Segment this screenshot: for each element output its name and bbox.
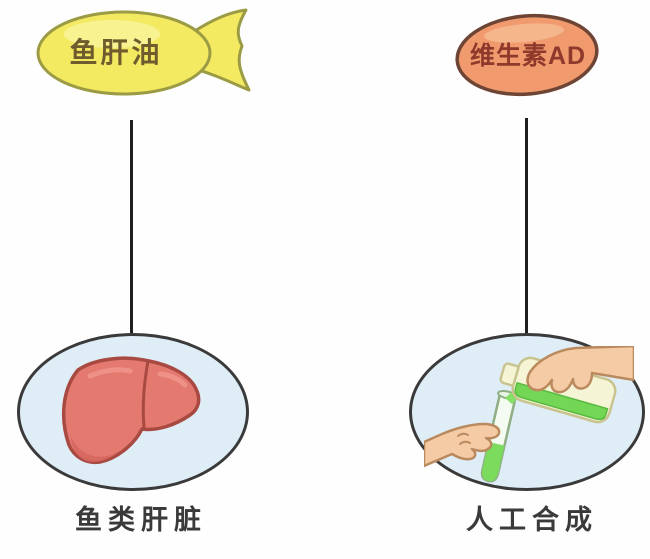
right-hand [526,346,634,394]
pill-highlight [484,23,564,43]
left-hand [424,422,501,468]
fish-highlight [64,20,160,48]
fish-liver-caption: 鱼类肝脏 [75,505,207,535]
fish-liver-bubble [17,333,249,491]
connector-line-left [130,120,133,333]
fish-balloon-shape [36,8,251,96]
fish-oil-label: 鱼肝油 [69,37,163,68]
liver-highlight-left [87,367,133,379]
bottle-liquid [514,381,609,421]
synthesis-bubble [409,333,645,491]
liver-crease [141,359,150,429]
tube-liquid [482,442,505,482]
liver-highlight-right [157,371,188,388]
connector-line-right [525,118,528,333]
vitamin-ad-label: 维生素AD [469,42,587,70]
pill-oval-shape [455,13,599,97]
liver-shading [71,436,118,463]
synthesis-caption: 人工合成 [466,505,598,535]
liver-illustration [61,356,201,465]
liver-body [61,356,201,465]
knuckle-lines [457,432,471,445]
pouring-synthesis-illustration [424,346,634,483]
